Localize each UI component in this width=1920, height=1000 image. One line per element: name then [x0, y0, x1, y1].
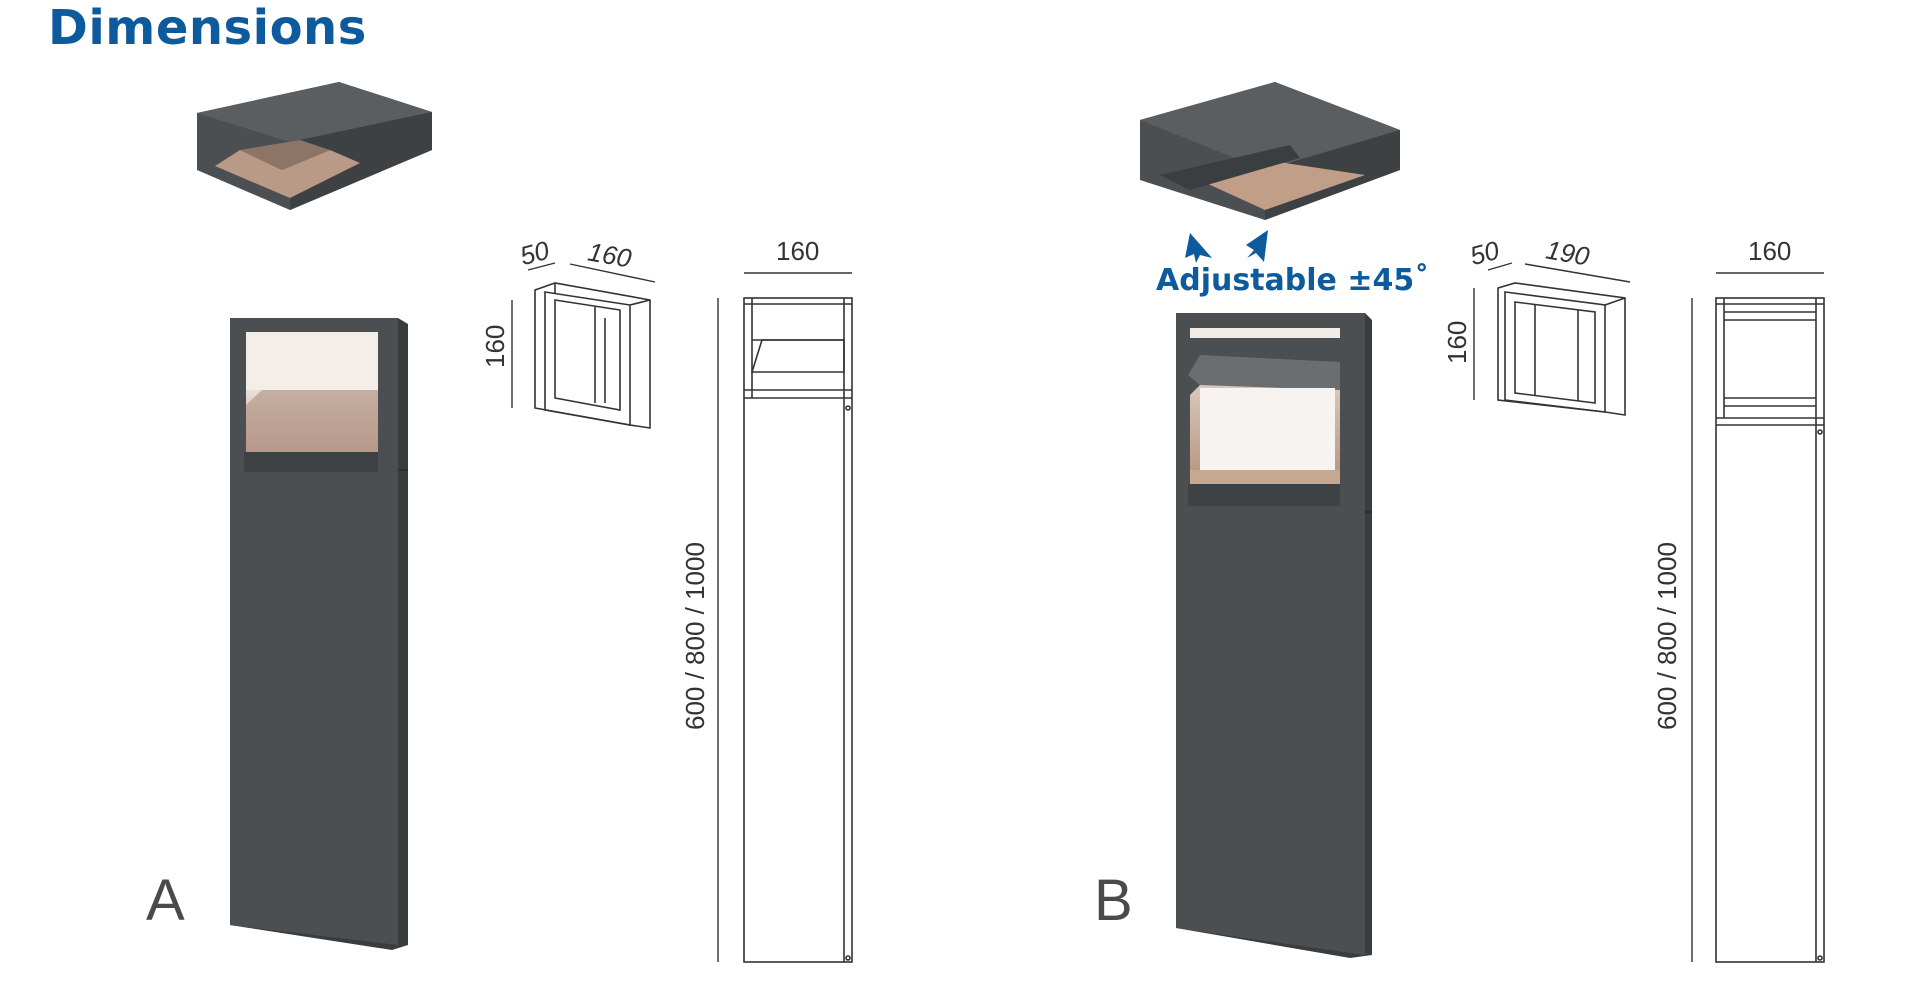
variant-a-head-line-drawing — [534, 282, 651, 429]
variant-b-head-line-drawing — [1497, 282, 1626, 416]
page-title: Dimensions — [48, 0, 367, 56]
variant-a-height-label: 600 / 800 / 1000 — [680, 542, 710, 730]
variant-a-box-height-label: 160 — [480, 324, 510, 368]
variant-b-front-line-drawing — [1715, 297, 1825, 963]
variant-b-head-render — [1140, 82, 1400, 220]
adjustable-angle-label: Adjustable ±45˚ — [1156, 263, 1430, 298]
variant-b-depth-label: 50 — [1466, 234, 1503, 272]
variant-b-bollard-render — [1176, 313, 1372, 958]
variant-a-front-line-drawing — [743, 297, 853, 963]
variant-a-width-label: 160 — [585, 236, 634, 274]
variant-a-head-render — [197, 82, 432, 210]
variant-a-head-dimension-lines — [511, 262, 656, 408]
variant-a-label: A — [146, 868, 185, 933]
variant-b-front-dimension-lines — [1691, 272, 1824, 962]
variant-b-label: B — [1094, 868, 1133, 933]
variant-b-head-dimension-lines — [1473, 262, 1631, 400]
adjust-arrows — [1185, 230, 1268, 263]
variant-a-front-dimension-lines — [717, 272, 852, 962]
variant-b-width-label: 190 — [1543, 234, 1592, 272]
variant-a-front-width-label: 160 — [776, 236, 820, 266]
variant-a-bollard-render — [230, 318, 408, 950]
variant-a-depth-label: 50 — [516, 234, 553, 272]
variant-b-height-label: 600 / 800 / 1000 — [1652, 542, 1682, 730]
variant-b-front-width-label: 160 — [1748, 236, 1792, 266]
variant-b-box-height-label: 160 — [1442, 320, 1472, 364]
